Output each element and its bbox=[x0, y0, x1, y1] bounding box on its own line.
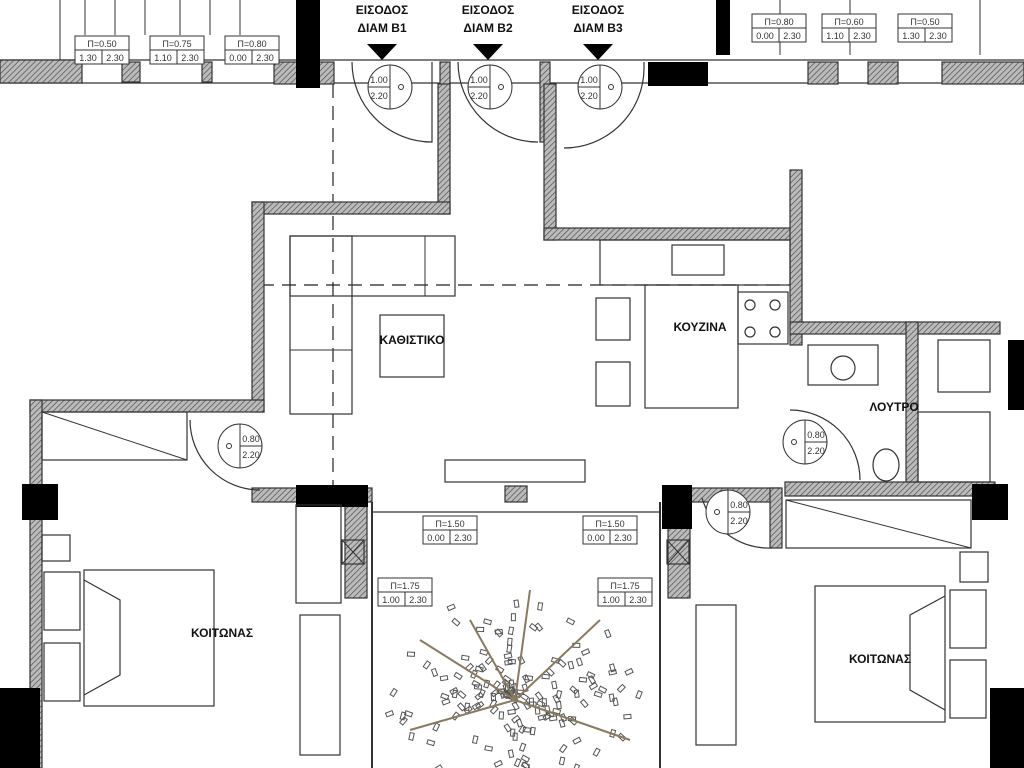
svg-text:1.30: 1.30 bbox=[79, 53, 97, 63]
svg-text:1.30: 1.30 bbox=[902, 31, 920, 41]
entrance-b3: ΕΙΣΟΔΟΣ ΔΙΑΜ Β3 bbox=[572, 3, 624, 60]
bathroom-fixtures bbox=[807, 339, 991, 483]
svg-text:Π=1.50: Π=1.50 bbox=[595, 519, 624, 529]
svg-text:0.00: 0.00 bbox=[427, 533, 445, 543]
svg-text:Π=0.80: Π=0.80 bbox=[237, 39, 266, 49]
svg-text:2.20: 2.20 bbox=[807, 446, 825, 456]
svg-text:2.30: 2.30 bbox=[409, 595, 427, 605]
svg-text:1.00: 1.00 bbox=[470, 75, 488, 85]
entrance-arrow-icon bbox=[473, 44, 503, 60]
svg-text:2.20: 2.20 bbox=[242, 450, 260, 460]
kitchen-counter bbox=[595, 239, 791, 409]
svg-text:Π=0.80: Π=0.80 bbox=[764, 17, 793, 27]
svg-text:2.30: 2.30 bbox=[106, 53, 124, 63]
window-tag: Π=0.80 0.00 2.30 bbox=[751, 13, 807, 43]
svg-text:2.20: 2.20 bbox=[370, 91, 388, 101]
door-tag: 1.00 2.20 bbox=[367, 64, 413, 110]
svg-text:2.30: 2.30 bbox=[929, 31, 947, 41]
svg-text:Π=1.75: Π=1.75 bbox=[610, 581, 639, 591]
svg-text:ΔΙΑΜ Β3: ΔΙΑΜ Β3 bbox=[573, 21, 623, 35]
svg-text:1.00: 1.00 bbox=[382, 595, 400, 605]
top-facade bbox=[0, 0, 1024, 143]
window-tag: Π=1.75 1.00 2.30 bbox=[377, 577, 433, 607]
entrance-b1: ΕΙΣΟΔΟΣ ΔΙΑΜ Β1 bbox=[356, 3, 408, 60]
svg-text:Π=0.50: Π=0.50 bbox=[910, 17, 939, 27]
svg-text:2.30: 2.30 bbox=[256, 53, 274, 63]
door-tag: 0.80 2.20 bbox=[782, 419, 828, 465]
svg-text:2.30: 2.30 bbox=[853, 31, 871, 41]
window-tag: Π=1.50 0.00 2.30 bbox=[582, 515, 638, 545]
svg-text:2.20: 2.20 bbox=[730, 516, 748, 526]
window-tag: Π=1.75 1.00 2.30 bbox=[597, 577, 653, 607]
room-label-kitchen: ΚΟΥΖΙΝΑ bbox=[673, 320, 726, 334]
entrance-arrow-icon bbox=[583, 44, 613, 60]
svg-text:2.30: 2.30 bbox=[181, 53, 199, 63]
svg-text:0.00: 0.00 bbox=[756, 31, 774, 41]
window-tag: Π=0.50 1.30 2.30 bbox=[74, 35, 130, 65]
bed-left bbox=[41, 534, 215, 707]
door-tag: 0.80 2.20 bbox=[705, 489, 751, 535]
room-label-bath: ΛΟΥΤΡΟ bbox=[869, 400, 918, 414]
room-label-living: ΚΑΘΙΣΤΙΚΟ bbox=[380, 333, 445, 347]
svg-text:0.80: 0.80 bbox=[807, 430, 825, 440]
svg-text:1.00: 1.00 bbox=[602, 595, 620, 605]
svg-text:Π=0.60: Π=0.60 bbox=[834, 17, 863, 27]
svg-text:1.00: 1.00 bbox=[580, 75, 598, 85]
svg-text:ΔΙΑΜ Β2: ΔΙΑΜ Β2 bbox=[463, 21, 513, 35]
svg-text:ΕΙΣΟΔΟΣ: ΕΙΣΟΔΟΣ bbox=[462, 3, 514, 17]
svg-text:2.30: 2.30 bbox=[783, 31, 801, 41]
svg-text:ΔΙΑΜ Β1: ΔΙΑΜ Β1 bbox=[357, 21, 407, 35]
svg-text:0.00: 0.00 bbox=[587, 533, 605, 543]
wardrobes bbox=[41, 411, 972, 756]
window-tag: Π=0.80 0.00 2.30 bbox=[224, 35, 280, 65]
room-label-bedroom-left: ΚΟΙΤΩΝΑΣ bbox=[191, 626, 253, 640]
svg-text:Π=0.50: Π=0.50 bbox=[87, 39, 116, 49]
sofa bbox=[289, 235, 456, 415]
svg-text:0.00: 0.00 bbox=[229, 53, 247, 63]
window-tag: Π=0.60 1.10 2.30 bbox=[821, 13, 877, 43]
svg-text:Π=0.75: Π=0.75 bbox=[162, 39, 191, 49]
svg-text:2.30: 2.30 bbox=[614, 533, 632, 543]
door-tag: 0.80 2.20 bbox=[217, 423, 263, 469]
bed-right bbox=[814, 551, 989, 723]
tv-unit bbox=[444, 459, 586, 483]
door-tag: 1.00 2.20 bbox=[577, 64, 623, 110]
svg-text:2.20: 2.20 bbox=[580, 91, 598, 101]
svg-text:1.10: 1.10 bbox=[154, 53, 172, 63]
svg-text:0.80: 0.80 bbox=[730, 500, 748, 510]
svg-text:1.10: 1.10 bbox=[826, 31, 844, 41]
svg-text:Π=1.75: Π=1.75 bbox=[390, 581, 419, 591]
svg-text:ΕΙΣΟΔΟΣ: ΕΙΣΟΔΟΣ bbox=[356, 3, 408, 17]
svg-text:ΕΙΣΟΔΟΣ: ΕΙΣΟΔΟΣ bbox=[572, 3, 624, 17]
svg-text:0.80: 0.80 bbox=[242, 434, 260, 444]
svg-text:2.20: 2.20 bbox=[470, 91, 488, 101]
window-tag: Π=0.50 1.30 2.30 bbox=[897, 13, 953, 43]
svg-text:2.30: 2.30 bbox=[454, 533, 472, 543]
entrance-arrow-icon bbox=[367, 44, 397, 60]
window-tag: Π=0.75 1.10 2.30 bbox=[149, 35, 205, 65]
tree-illustration bbox=[384, 589, 643, 768]
room-label-bedroom-right: ΚΟΙΤΩΝΑΣ bbox=[849, 652, 911, 666]
door-tag: 1.00 2.20 bbox=[467, 64, 513, 110]
window-tag: Π=1.50 0.00 2.30 bbox=[422, 515, 478, 545]
entrance-b2: ΕΙΣΟΔΟΣ ΔΙΑΜ Β2 bbox=[462, 3, 514, 60]
svg-text:2.30: 2.30 bbox=[629, 595, 647, 605]
svg-text:1.00: 1.00 bbox=[370, 75, 388, 85]
walls bbox=[0, 83, 1024, 768]
coffee-table bbox=[379, 314, 445, 378]
svg-text:Π=1.50: Π=1.50 bbox=[435, 519, 464, 529]
